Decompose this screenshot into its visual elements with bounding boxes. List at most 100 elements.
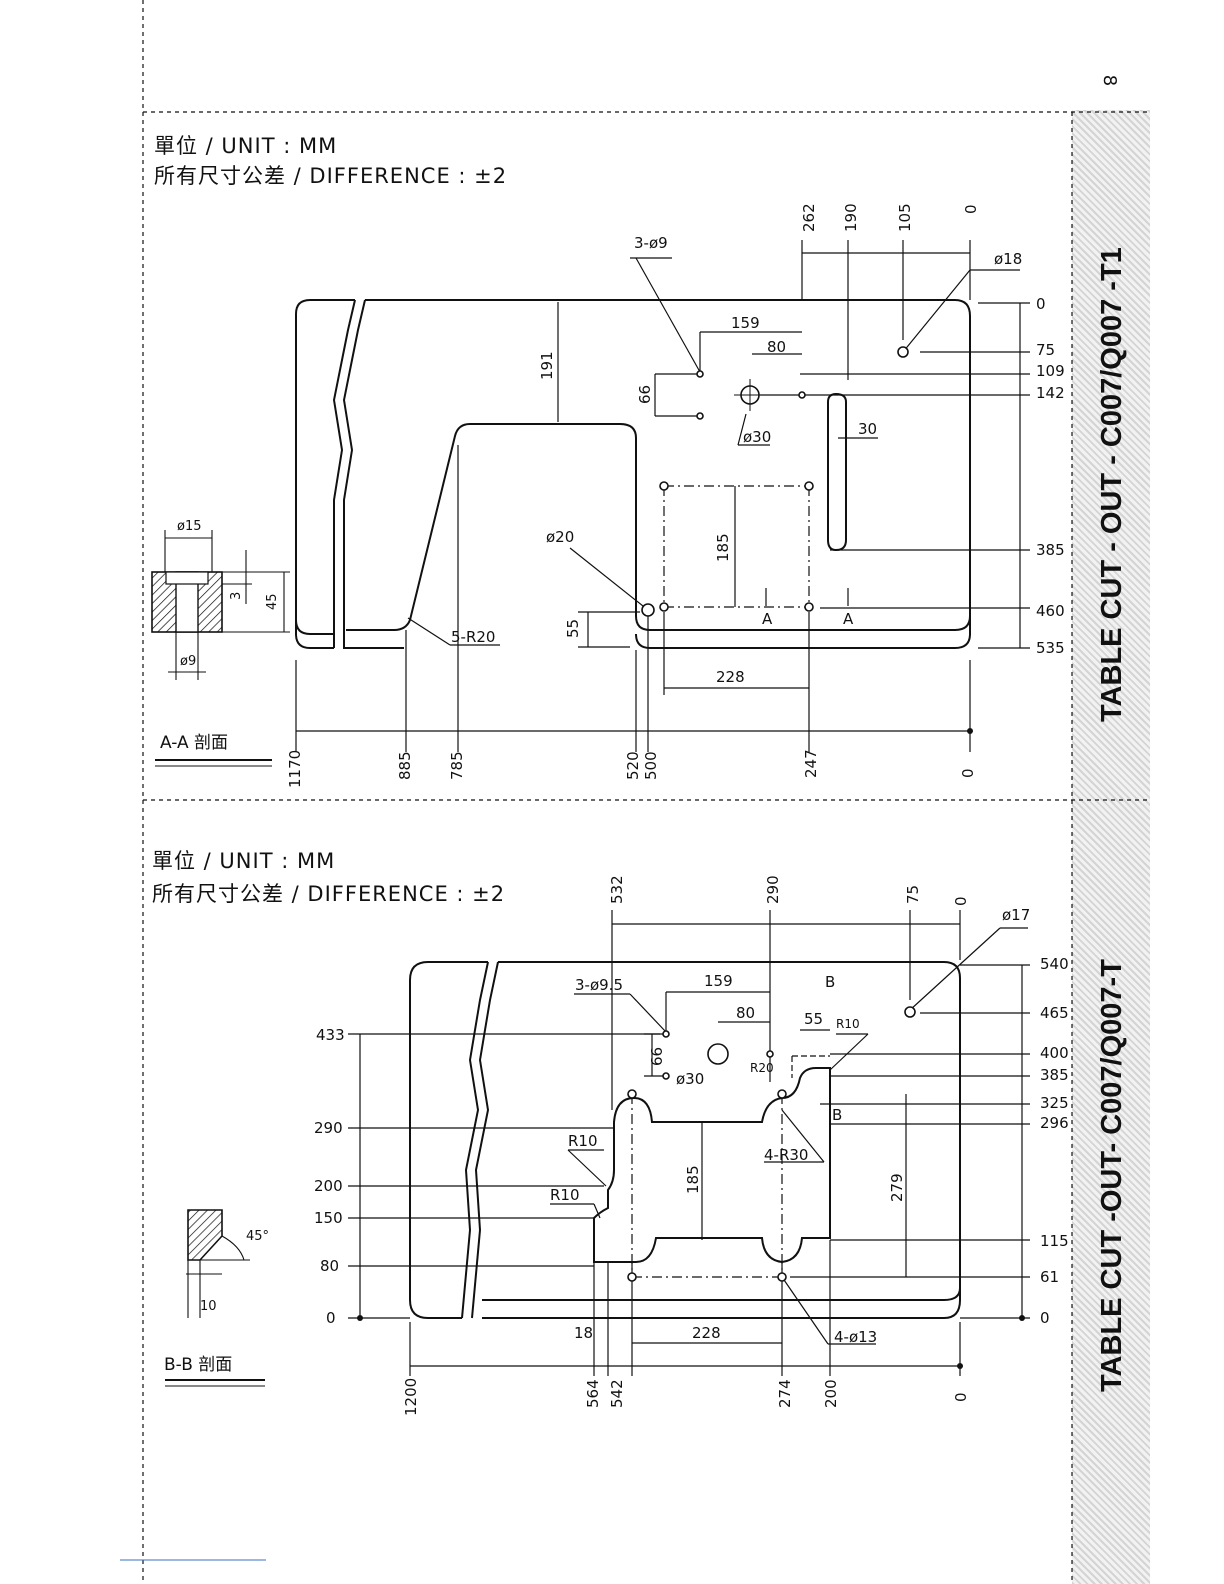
- top-crosshairs: [734, 379, 766, 411]
- bottom-ref-points: [357, 728, 1025, 1369]
- bottom-rdim-61: 61: [1040, 1268, 1059, 1286]
- bottom-label-r30: 4-R30: [764, 1146, 808, 1164]
- bottom-rdim-325: 325: [1040, 1094, 1069, 1112]
- bottom-ldim-80: 80: [320, 1257, 339, 1275]
- top-bdim-520: 520: [624, 751, 642, 780]
- top-label-159: 159: [731, 314, 760, 332]
- top-dimension-lines: [295, 240, 1030, 752]
- top-label-holes: 3-ø9: [634, 234, 668, 252]
- top-label-191: 191: [538, 351, 556, 380]
- bottom-label-185: 185: [684, 1165, 702, 1194]
- top-rdim-109: 109: [1036, 362, 1065, 380]
- bottom-label-279: 279: [888, 1173, 906, 1202]
- bottom-label-80: 80: [736, 1004, 755, 1022]
- section-a-a: [151, 530, 290, 767]
- top-rdim-0: 0: [1036, 295, 1046, 313]
- page-frame: [142, 0, 1150, 1584]
- bottom-rdim-400: 400: [1040, 1044, 1069, 1062]
- bottom-section-label: B-B 剖面: [164, 1355, 232, 1375]
- bottom-tdim-290: 290: [764, 875, 782, 904]
- top-bdim-500: 500: [642, 751, 660, 780]
- bottom-ldim-290: 290: [314, 1119, 343, 1137]
- top-table-outline: [295, 299, 971, 649]
- top-rdim-535: 535: [1036, 639, 1065, 657]
- bottom-label-159: 159: [704, 972, 733, 990]
- bottom-ldim-200: 200: [314, 1177, 343, 1195]
- bottom-label-66: 66: [648, 1047, 666, 1066]
- bottom-bdim-274: 274: [776, 1379, 794, 1408]
- top-label-sec-a2: A: [843, 610, 854, 628]
- bottom-tdim-532: 532: [608, 875, 626, 904]
- top-bdim-1170: 1170: [286, 750, 304, 788]
- top-rdim-142: 142: [1036, 384, 1065, 402]
- top-label-66: 66: [636, 385, 654, 404]
- top-section-45: 45: [265, 593, 280, 610]
- bottom-label-r10-top: R10: [836, 1017, 860, 1031]
- bottom-label-228: 228: [692, 1324, 721, 1342]
- bottom-header-difference: 所有尺寸公差 / DIFFERENCE : ±2: [152, 882, 506, 906]
- top-section-3: 3: [229, 592, 244, 600]
- bottom-ldim-0: 0: [326, 1309, 336, 1327]
- bottom-rdim-385: 385: [1040, 1066, 1069, 1084]
- bottom-holes: [627, 1006, 916, 1282]
- bottom-rdim-465: 465: [1040, 1004, 1069, 1022]
- top-label-30-slot: 30: [858, 420, 877, 438]
- top-section-15: ø15: [177, 519, 202, 534]
- bottom-label-18: 18: [574, 1324, 593, 1342]
- top-section-9: ø9: [180, 654, 196, 669]
- bottom-section-10: 10: [200, 1299, 217, 1314]
- section-b-b: [165, 1209, 265, 1387]
- top-label-30-hole: ø30: [743, 428, 771, 446]
- bottom-ldim-150: 150: [314, 1209, 343, 1227]
- top-rdim-75: 75: [1036, 341, 1055, 359]
- top-bdim-885: 885: [396, 751, 414, 780]
- top-label-80: 80: [767, 338, 786, 356]
- bottom-bdim-1200: 1200: [402, 1378, 420, 1416]
- bottom-label-r10-low: R10: [550, 1186, 580, 1204]
- bottom-label-13: 4-ø13: [834, 1328, 877, 1346]
- bottom-bdim-542: 542: [608, 1379, 626, 1408]
- bottom-tdim-0: 0: [952, 896, 970, 906]
- bottom-tdim-75: 75: [904, 885, 922, 904]
- top-label-20: ø20: [546, 528, 574, 546]
- top-label-r20: 5-R20: [451, 628, 495, 646]
- top-holes: [641, 346, 909, 617]
- bottom-rdim-296: 296: [1040, 1114, 1069, 1132]
- bottom-section-angle: 45°: [246, 1229, 269, 1244]
- top-label-185: 185: [714, 533, 732, 562]
- top-label-228: 228: [716, 668, 745, 686]
- bottom-bdim-200: 200: [822, 1379, 840, 1408]
- bottom-label-sec-b1: B: [825, 973, 835, 991]
- top-label-18: ø18: [994, 250, 1022, 268]
- top-dim-0: 0: [962, 204, 980, 214]
- top-dim-105: 105: [896, 203, 914, 232]
- bottom-label-sec-b2: B: [832, 1106, 842, 1124]
- top-label-sec-a1: A: [762, 610, 773, 628]
- top-header-unit: 單位 / UNIT : MM: [154, 134, 338, 158]
- bottom-table-outline: [409, 961, 961, 1319]
- bottom-ldim-433: 433: [316, 1026, 345, 1044]
- bottom-label-55: 55: [804, 1010, 823, 1028]
- top-bdim-785: 785: [448, 751, 466, 780]
- bottom-rdim-0: 0: [1040, 1309, 1050, 1327]
- top-header-difference: 所有尺寸公差 / DIFFERENCE : ±2: [154, 164, 508, 188]
- bottom-label-17: ø17: [1002, 906, 1030, 924]
- top-label-55: 55: [564, 619, 582, 638]
- bottom-label-30: ø30: [676, 1070, 704, 1088]
- top-bdim-247: 247: [802, 749, 820, 778]
- top-rdim-385: 385: [1036, 541, 1065, 559]
- bottom-bdim-564: 564: [584, 1379, 602, 1408]
- bottom-label-r20: R20: [750, 1061, 774, 1075]
- bottom-rdim-540: 540: [1040, 955, 1069, 973]
- top-rdim-460: 460: [1036, 602, 1065, 620]
- bottom-rdim-115: 115: [1040, 1232, 1069, 1250]
- top-section-label: A-A 剖面: [160, 733, 228, 753]
- bottom-label-holes: 3-ø9.5: [575, 976, 623, 994]
- bottom-label-r10-mid: R10: [568, 1132, 598, 1150]
- side-band: [1072, 110, 1150, 1584]
- bottom-header-unit: 單位 / UNIT : MM: [152, 849, 336, 873]
- top-bdim-0: 0: [959, 768, 977, 778]
- bottom-bdim-0: 0: [952, 1392, 970, 1402]
- top-dim-262: 262: [800, 203, 818, 232]
